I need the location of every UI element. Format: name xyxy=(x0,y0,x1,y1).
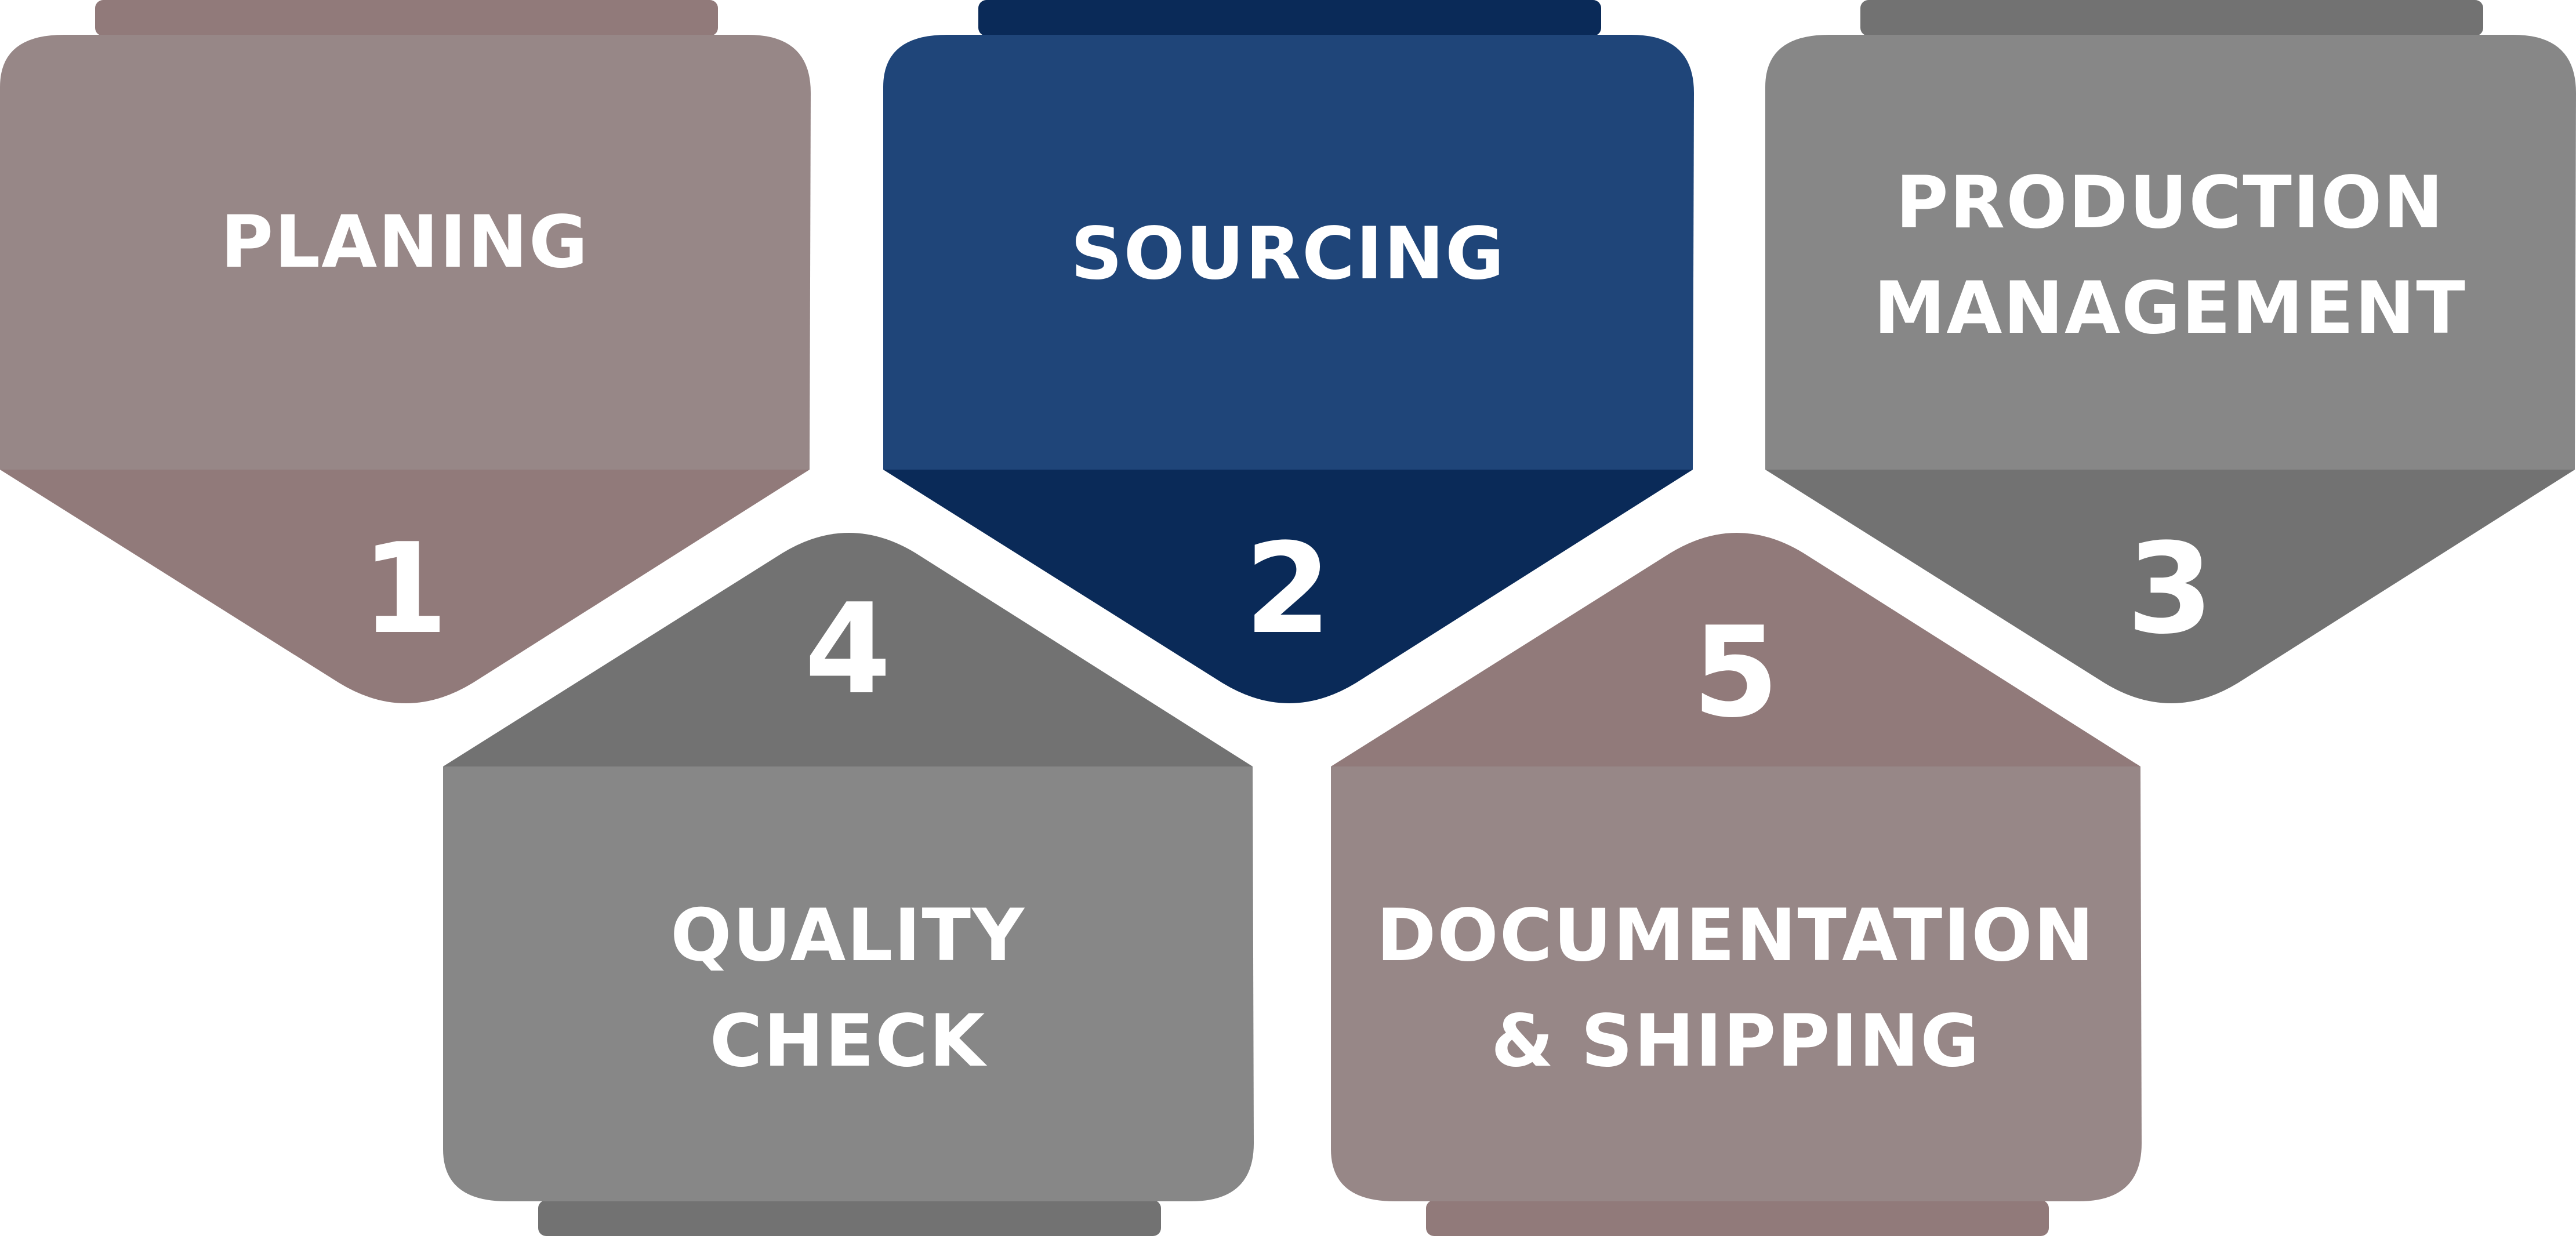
label-line: SOURCING xyxy=(1071,212,1505,296)
step-2-body xyxy=(883,35,1694,470)
label-line: & SHIPPING xyxy=(1491,1000,1980,1083)
step-4-arrow-tip xyxy=(443,533,1253,766)
step-5: DOCUMENTATION & SHIPPING 5 xyxy=(1331,533,2142,1236)
step-1-body xyxy=(0,35,811,470)
step-5-number: 5 xyxy=(1692,599,1779,745)
step-2-arrow-tip xyxy=(883,470,1693,703)
step-1-top-tab xyxy=(95,0,718,36)
step-4-body xyxy=(443,766,1254,1201)
label-line: PRODUCTION xyxy=(1896,161,2444,245)
step-1-label: PLANING xyxy=(220,201,589,284)
step-3-arrow-tip xyxy=(1765,470,2575,703)
label-line: MANAGEMENT xyxy=(1874,267,2466,350)
step-2: SOURCING 2 xyxy=(883,0,1694,703)
step-3-body xyxy=(1765,35,2576,470)
step-2-top-tab xyxy=(978,0,1601,36)
step-4: QUALITY CHECK 4 xyxy=(443,533,1254,1236)
label-line: CHECK xyxy=(710,1000,987,1083)
label-line: QUALITY xyxy=(670,894,1025,978)
step-3-top-tab xyxy=(1860,0,2483,36)
step-5-body xyxy=(1331,766,2142,1201)
step-4-label: QUALITY CHECK xyxy=(670,894,1025,1083)
step-4-number: 4 xyxy=(804,576,891,722)
label-line: DOCUMENTATION xyxy=(1376,894,2095,978)
step-3-number: 3 xyxy=(2127,516,2214,662)
step-3: PRODUCTION MANAGEMENT 3 xyxy=(1765,0,2576,703)
label-line: PLANING xyxy=(220,201,589,284)
step-5-label: DOCUMENTATION & SHIPPING xyxy=(1376,894,2095,1083)
step-1-number: 1 xyxy=(361,516,448,662)
step-5-bottom-tab xyxy=(1426,1200,2049,1236)
step-4-bottom-tab xyxy=(538,1200,1161,1236)
step-2-label: SOURCING xyxy=(1071,212,1505,296)
step-2-number: 2 xyxy=(1245,516,1331,662)
step-1: PLANING 1 xyxy=(0,0,811,703)
step-3-label: PRODUCTION MANAGEMENT xyxy=(1874,161,2466,350)
step-1-arrow-tip xyxy=(0,470,810,703)
step-5-arrow-tip xyxy=(1331,533,2140,766)
